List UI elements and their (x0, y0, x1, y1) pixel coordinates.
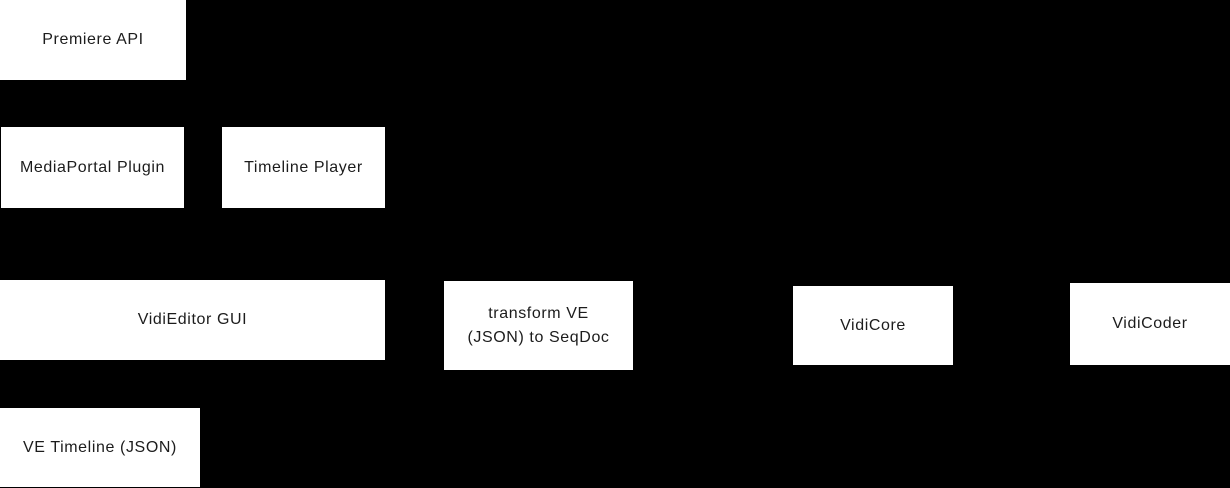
node-vidieditor-gui: VidiEditor GUI (0, 280, 385, 360)
node-mediaportal-plugin: MediaPortal Plugin (1, 127, 184, 208)
node-timeline-player: Timeline Player (222, 127, 385, 208)
node-premiere-api: Premiere API (0, 0, 186, 80)
node-ve-timeline-json: VE Timeline (JSON) (0, 408, 200, 487)
node-transform-ve-json-to-seqdoc: transform VE (JSON) to SeqDoc (444, 281, 633, 370)
node-vidicore: VidiCore (793, 286, 953, 365)
node-vidicoder: VidiCoder (1070, 283, 1230, 365)
